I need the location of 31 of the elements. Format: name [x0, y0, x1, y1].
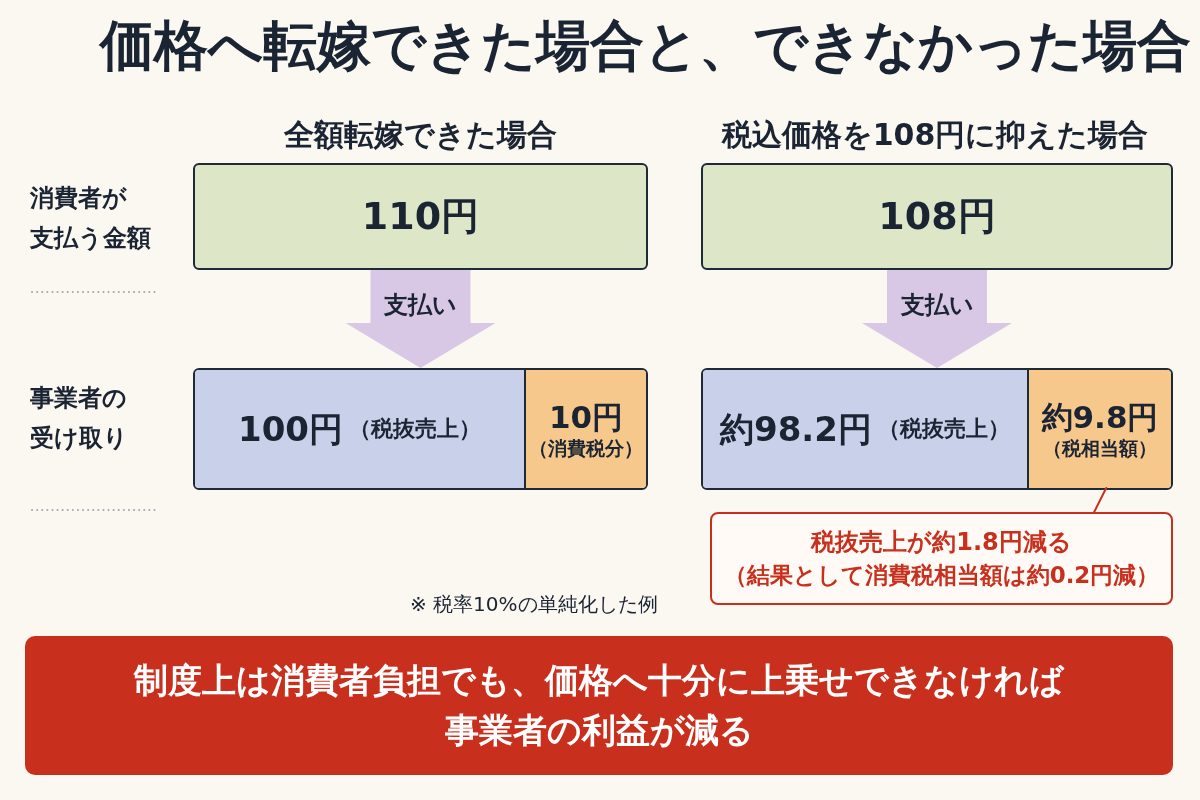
amount-box [193, 163, 648, 270]
leader-line [1093, 487, 1108, 513]
split-bar [193, 368, 648, 490]
footnote: ※ 税率10%の単純化した例 [410, 592, 658, 616]
sales-segment [703, 370, 1027, 488]
block-arrow [862, 270, 1012, 368]
tax-segment [524, 370, 646, 488]
tax-amount: 10円 [548, 397, 624, 437]
row-label: 事業者の受け取り [30, 383, 129, 454]
conclusion-banner [25, 636, 1173, 775]
tax-amount: 約9.8円 [1041, 397, 1159, 437]
sales-amount: 100円 [238, 407, 343, 451]
callout-text: 税抜売上が約1.8円減る [811, 527, 1072, 558]
tax-note: （消費税分） [529, 436, 643, 461]
row-label: 消費者が支払う金額 [30, 183, 152, 254]
callout-box [710, 512, 1173, 605]
tax-note: （税相当額） [1043, 436, 1157, 461]
callout-note: （結果として消費税相当額は約0.2円減） [723, 561, 1160, 590]
amount-box [701, 163, 1173, 270]
column-heading: 税込価格を108円に抑えた場合 [721, 117, 1149, 153]
block-arrow [345, 270, 496, 368]
tax-segment [1027, 370, 1171, 488]
split-bar [701, 368, 1173, 490]
diagram-title: 価格へ転嫁できた場合と、できなかった場合 [100, 14, 1191, 79]
sales-segment [195, 370, 524, 488]
sales-amount: 約98.2円 [720, 407, 872, 451]
sales-note: （税抜売上） [877, 415, 1010, 443]
amount-value: 108円 [878, 192, 996, 240]
sales-note: （税抜売上） [349, 415, 481, 443]
conclusion-text: 制度上は消費者負担でも、価格へ十分に上乗せできなければ事業者の利益が減る [132, 659, 1066, 752]
amount-value: 110円 [361, 192, 480, 240]
